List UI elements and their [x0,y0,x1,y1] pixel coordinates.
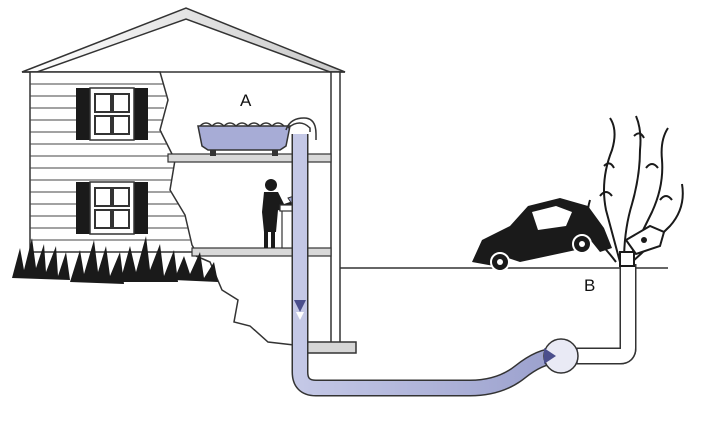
shrubs [12,236,218,284]
house-right-wall [330,71,341,345]
flow-arrow-down [294,300,306,312]
bathtub-icon [197,122,291,156]
broken-hydrant-icon [619,224,666,267]
upper-floor [167,153,332,163]
house-siding [29,71,198,253]
ground-floor [191,247,332,257]
water-spray-icon [586,115,684,263]
label-a: A [240,91,252,110]
water-pipe [285,117,637,397]
house [12,7,357,354]
house-roof [21,7,346,73]
car-icon [472,198,612,272]
flow-arrow-right [544,348,556,364]
lower-window [76,181,148,235]
label-b: B [584,276,596,295]
upper-window [76,87,148,141]
